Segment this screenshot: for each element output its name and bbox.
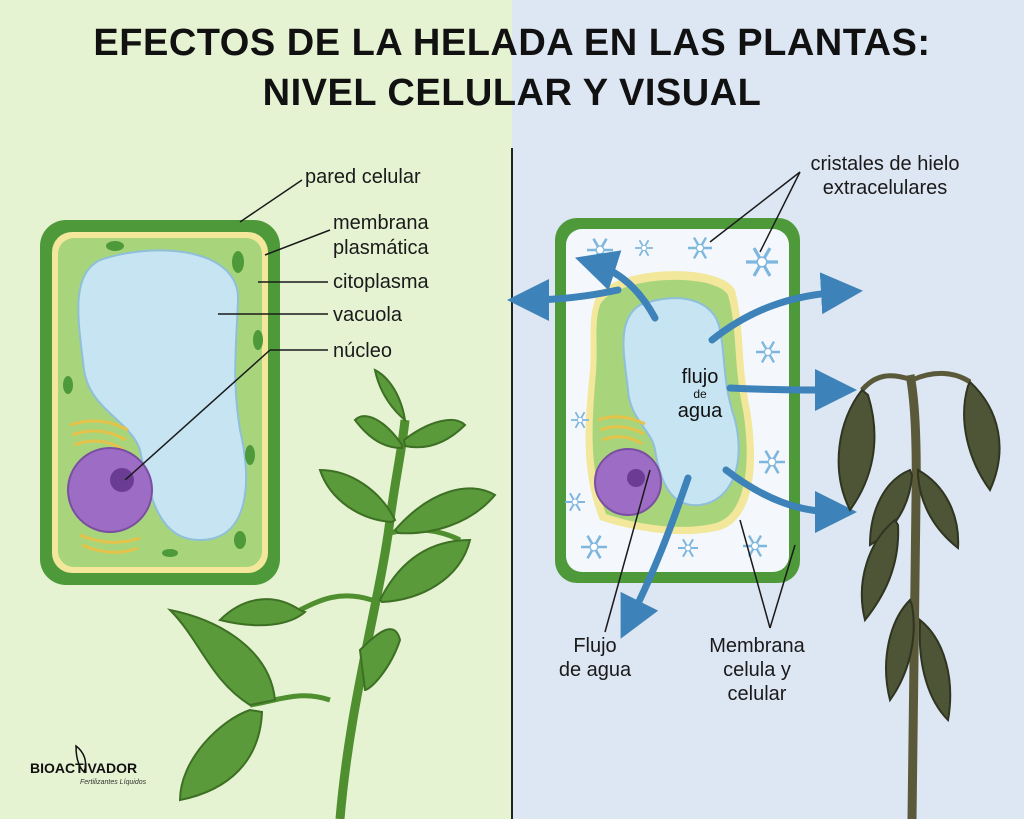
- label-cristales-line2: extracelulares: [822, 177, 948, 199]
- frozen-nucleolus: [627, 469, 645, 487]
- label-flujo-bottom-line2: de agua: [558, 659, 632, 681]
- label-flujo-inner-line2: de: [693, 387, 707, 401]
- healthy-plant: [166, 368, 497, 819]
- label-citoplasma: citoplasma: [333, 271, 429, 293]
- title-line-1: EFECTOS DE LA HELADA EN LAS PLANTAS:: [93, 22, 931, 64]
- brand-tagline: Fertilizantes Líquidos: [80, 779, 147, 786]
- label-membrana-celula-line2: celula y: [723, 659, 791, 681]
- label-pared-celular: pared celular: [305, 166, 421, 188]
- label-flujo-inner-line3: agua: [677, 400, 723, 422]
- label-membrana-line2: plasmática: [333, 237, 429, 259]
- healthy-cell: [40, 179, 331, 585]
- vacuole: [77, 249, 248, 542]
- frozen-plant: [837, 371, 1001, 819]
- chloroplasts: [63, 241, 263, 557]
- title-line-2: NIVEL CELULAR Y VISUAL: [262, 72, 762, 114]
- brand-logo: BIOACTIVADOR: [30, 760, 138, 776]
- label-flujo-inner: flujo de agua: [660, 366, 740, 422]
- label-vacuola: vacuola: [333, 304, 402, 326]
- label-membrana-celula-line3: celular: [727, 683, 787, 705]
- page-title: EFECTOS DE LA HELADA EN LAS PLANTAS: NIV…: [0, 18, 1024, 118]
- water-flow-arrows: [507, 250, 863, 639]
- label-nucleo: núcleo: [333, 340, 392, 362]
- label-cristales-line1: cristales de hielo: [810, 153, 960, 175]
- label-membrana-celula-line1: Membrana: [709, 635, 805, 657]
- golgi-apparatus: [69, 419, 141, 554]
- frozen-cell: [507, 171, 863, 639]
- frozen-golgi: [597, 415, 646, 446]
- label-flujo-bottom-line1: Flujo: [573, 635, 617, 657]
- label-flujo-inner-line1: flujo: [681, 366, 719, 388]
- nucleolus: [110, 468, 134, 492]
- label-membrana-line1: membrana: [333, 212, 429, 234]
- nucleus: [67, 447, 153, 533]
- logo-leaf-icon: [75, 744, 87, 774]
